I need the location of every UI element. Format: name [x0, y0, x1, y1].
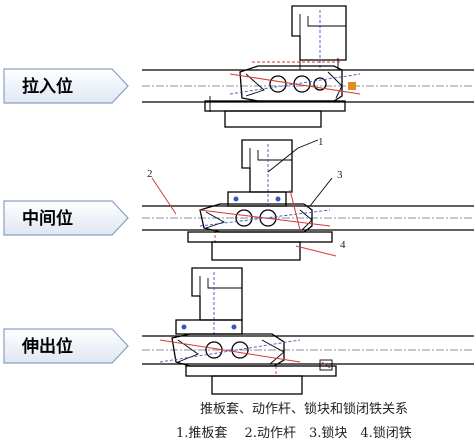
lock-block-assembly	[229, 61, 361, 102]
part-number-4: 4	[340, 239, 346, 251]
part-number-1: 1	[318, 136, 324, 148]
push-plate-sleeve	[291, 5, 347, 70]
state-label-arrow: 中间位	[3, 200, 129, 236]
state-pulled-in: 拉入位	[3, 5, 474, 128]
lock-block-assembly	[159, 333, 333, 376]
leader-lines: 1 2 3 4	[147, 136, 346, 257]
locking-iron	[204, 96, 346, 128]
locking-iron	[187, 231, 333, 261]
state-middle: 中间位	[3, 136, 474, 261]
action-rod	[142, 205, 474, 231]
caption-title: 推板套、动作杆、锁块和锁闭铁关系	[200, 401, 408, 417]
state-extended: 伸出位	[3, 267, 474, 395]
push-plate-sleeve	[227, 139, 293, 207]
state-label-middle: 中间位	[22, 208, 73, 228]
caption-legend: 1.推板套 2.动作杆 3.锁块 4.锁闭铁	[176, 425, 412, 441]
action-rod	[142, 335, 474, 365]
locking-iron	[185, 365, 337, 395]
part-number-3: 3	[337, 169, 343, 181]
state-label-extended: 伸出位	[21, 336, 73, 356]
state-label-pulled-in: 拉入位	[22, 76, 73, 96]
push-plate-sleeve	[175, 267, 243, 336]
part-number-2: 2	[147, 168, 153, 180]
lock-block-assembly	[199, 189, 331, 244]
state-label-arrow: 伸出位	[3, 328, 129, 364]
state-label-arrow: 拉入位	[3, 68, 129, 104]
caption: 推板套、动作杆、锁块和锁闭铁关系 1.推板套 2.动作杆 3.锁块 4.锁闭铁	[176, 401, 412, 441]
